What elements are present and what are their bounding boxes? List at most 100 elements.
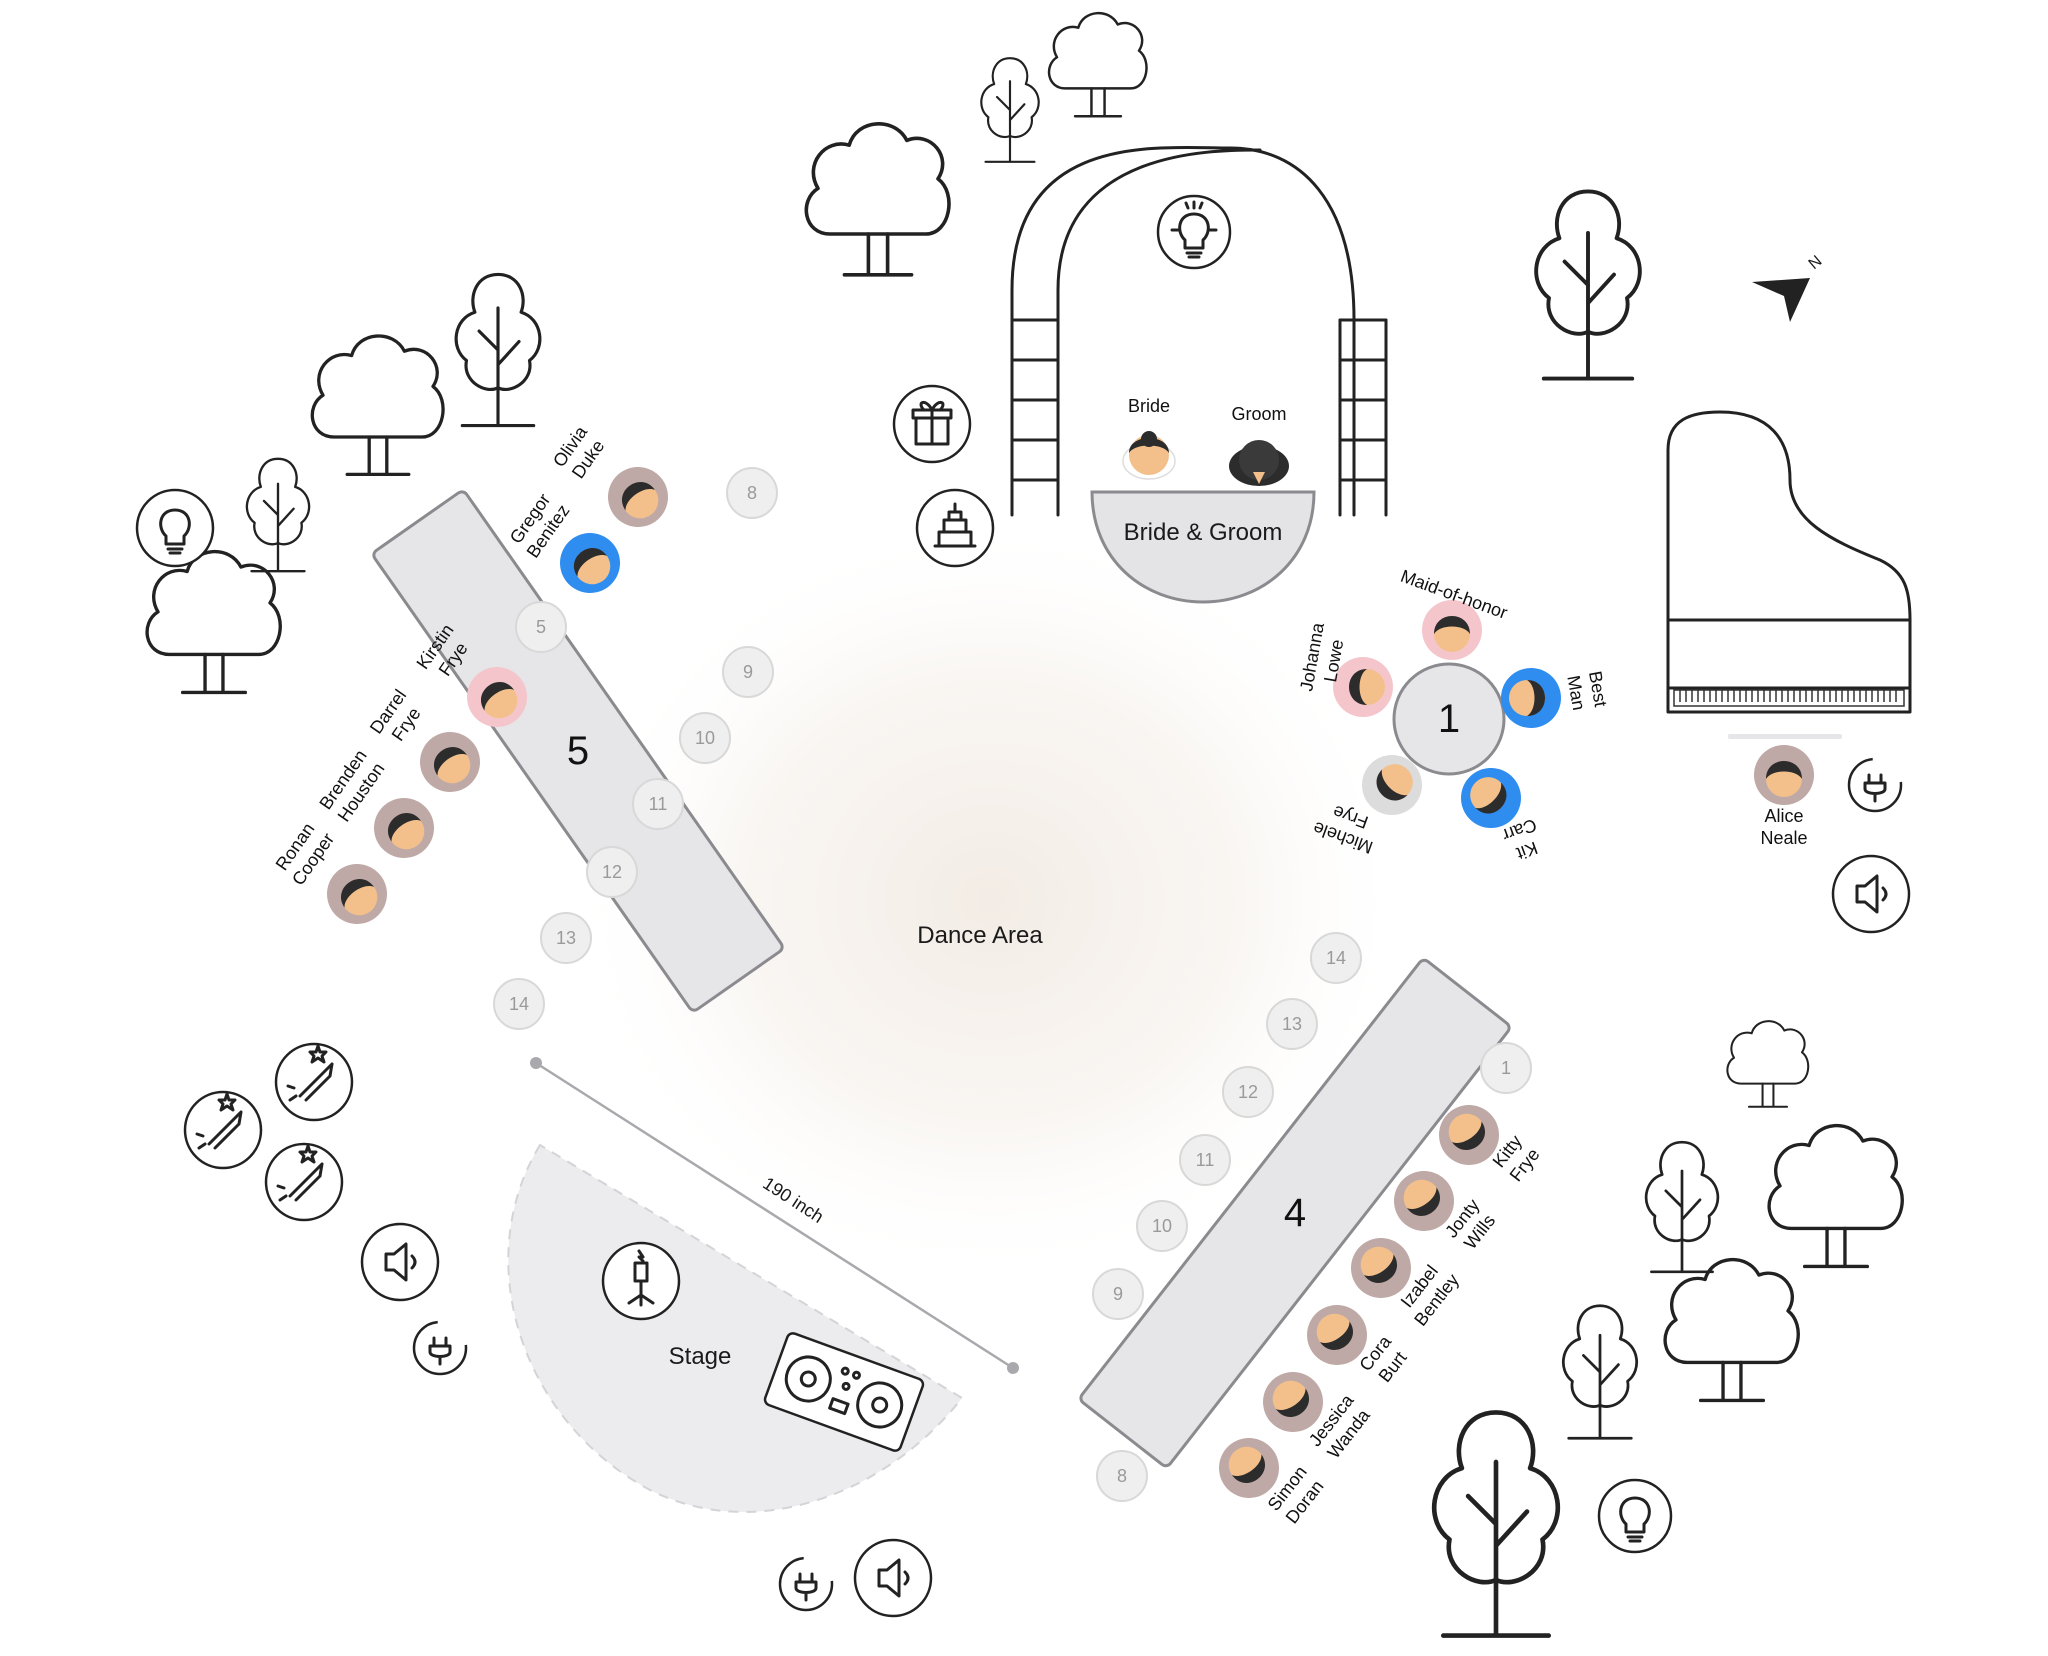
seat-number: 10 <box>1152 1216 1172 1236</box>
guest-simon[interactable] <box>1207 1426 1291 1510</box>
guest-name-darrel: DarrelFrye <box>366 686 429 750</box>
guest-jessica[interactable] <box>1251 1360 1335 1444</box>
guest-jonty[interactable] <box>1382 1159 1466 1243</box>
lightbulb-icon <box>1156 194 1232 270</box>
grand-piano-icon <box>1666 410 1912 739</box>
table-4-empty-seat[interactable]: 12 <box>1222 1066 1274 1118</box>
table-1 <box>1392 662 1506 776</box>
table-5-empty-seat[interactable]: 10 <box>679 712 731 764</box>
tree-icon <box>1644 1140 1720 1274</box>
guest-groom <box>1229 440 1289 486</box>
seat-number: 9 <box>1113 1284 1123 1304</box>
guest-name-bestman: BestMan <box>1563 669 1611 712</box>
guest-darrel[interactable] <box>408 720 492 804</box>
svg-text:N: N <box>1806 253 1826 273</box>
table-5-empty-seat[interactable]: 13 <box>540 912 592 964</box>
guest-gregor[interactable] <box>548 521 632 605</box>
guest-ronan[interactable] <box>315 852 399 936</box>
table-5-empty-seat[interactable]: 14 <box>493 978 545 1030</box>
guest-maid[interactable] <box>1422 600 1482 660</box>
seat-number: 13 <box>556 928 576 948</box>
fireworks-icon <box>264 1142 344 1222</box>
tree-icon <box>1534 189 1642 381</box>
guest-kirstin[interactable] <box>455 655 539 739</box>
table-5 <box>372 490 784 1012</box>
power-plug-icon <box>1847 757 1903 813</box>
guest-bride <box>1122 431 1176 480</box>
table-5-empty-seat[interactable]: 9 <box>722 646 774 698</box>
guest-name-olivia: OliviaDuke <box>549 422 610 484</box>
seat-number: 8 <box>1117 1466 1127 1486</box>
tree-icon <box>1663 1257 1800 1403</box>
guest-cora[interactable] <box>1295 1293 1379 1377</box>
guest-kit[interactable] <box>1449 756 1534 841</box>
table-4 <box>1079 958 1511 1468</box>
seat-number: 9 <box>743 662 753 682</box>
tree-icon <box>1047 11 1148 118</box>
seat-number: 10 <box>695 728 715 748</box>
seat-number: 14 <box>1326 948 1346 968</box>
tree-icon <box>454 272 542 428</box>
table-4-empty-seat[interactable]: 14 <box>1310 932 1362 984</box>
guest-johanna[interactable] <box>1333 657 1393 717</box>
speaker-icon <box>853 1538 933 1618</box>
table-4-number: 4 <box>1284 1191 1306 1235</box>
guest-name-ronan: RonanCooper <box>270 817 338 889</box>
tree-icon <box>1434 1412 1558 1635</box>
cake-icon <box>915 488 995 568</box>
guest-michele[interactable] <box>1350 743 1435 828</box>
bride-groom-table: Bride & Groom <box>1090 490 1316 604</box>
seat-number: 11 <box>1196 1150 1215 1170</box>
dj-console-icon <box>763 1332 925 1452</box>
table-4-empty-seat[interactable]: 10 <box>1136 1200 1188 1252</box>
table-5-empty-seat[interactable]: 5 <box>515 601 567 653</box>
tree-icon <box>1561 1304 1639 1440</box>
guest-bestman[interactable] <box>1501 668 1561 728</box>
seat-number: 14 <box>509 994 529 1014</box>
fireworks-icon <box>183 1090 263 1170</box>
tree-icon <box>1767 1123 1904 1269</box>
ceremony-arch <box>1010 145 1388 517</box>
north-arrow-icon: N <box>1752 253 1825 322</box>
power-plug-icon <box>778 1556 834 1612</box>
seat-number: 11 <box>649 794 668 814</box>
seat-number: 1 <box>1501 1058 1511 1078</box>
table-1-number: 1 <box>1438 697 1460 741</box>
guest-olivia[interactable] <box>596 455 680 539</box>
table-5-empty-seat[interactable]: 11 <box>632 778 684 830</box>
dance-area-label: Dance Area <box>917 922 1043 949</box>
gift-icon <box>892 384 972 464</box>
guest-izabel[interactable] <box>1339 1226 1423 1310</box>
bride-label: Bride <box>1128 396 1170 416</box>
bride-groom-label: Bride & Groom <box>1124 519 1283 546</box>
speaker-icon <box>360 1222 440 1302</box>
table-4-empty-seat[interactable]: 1 <box>1480 1042 1532 1094</box>
guest-alice[interactable] <box>1754 745 1814 805</box>
tree-icon <box>1726 1020 1810 1108</box>
stage-label: Stage <box>669 1343 732 1370</box>
lightbulb-icon <box>1597 1478 1673 1554</box>
table-4-empty-seat[interactable]: 8 <box>1096 1450 1148 1502</box>
table-5-empty-seat[interactable]: 8 <box>726 467 778 519</box>
table-5-empty-seat[interactable]: 12 <box>586 846 638 898</box>
tree-icon <box>804 122 951 277</box>
speaker-icon <box>1831 854 1911 934</box>
fireworks-icon <box>274 1042 354 1122</box>
seat-number: 12 <box>602 862 622 882</box>
seat-number: 5 <box>536 617 546 637</box>
guest-kitty[interactable] <box>1427 1093 1511 1177</box>
tree-icon <box>145 549 282 695</box>
table-5-number: 5 <box>567 729 589 773</box>
table-4-empty-seat[interactable]: 13 <box>1266 998 1318 1050</box>
guest-brenden[interactable] <box>362 786 446 870</box>
seat-number: 8 <box>747 483 757 503</box>
table-4-empty-seat[interactable]: 11 <box>1179 1134 1231 1186</box>
dance-area-glow <box>570 520 1410 1280</box>
tree-icon <box>980 57 1040 163</box>
tree-icon <box>245 457 311 573</box>
tree-icon <box>310 334 445 477</box>
table-4-empty-seat[interactable]: 9 <box>1092 1268 1144 1320</box>
lightbulb-icon <box>135 488 215 568</box>
